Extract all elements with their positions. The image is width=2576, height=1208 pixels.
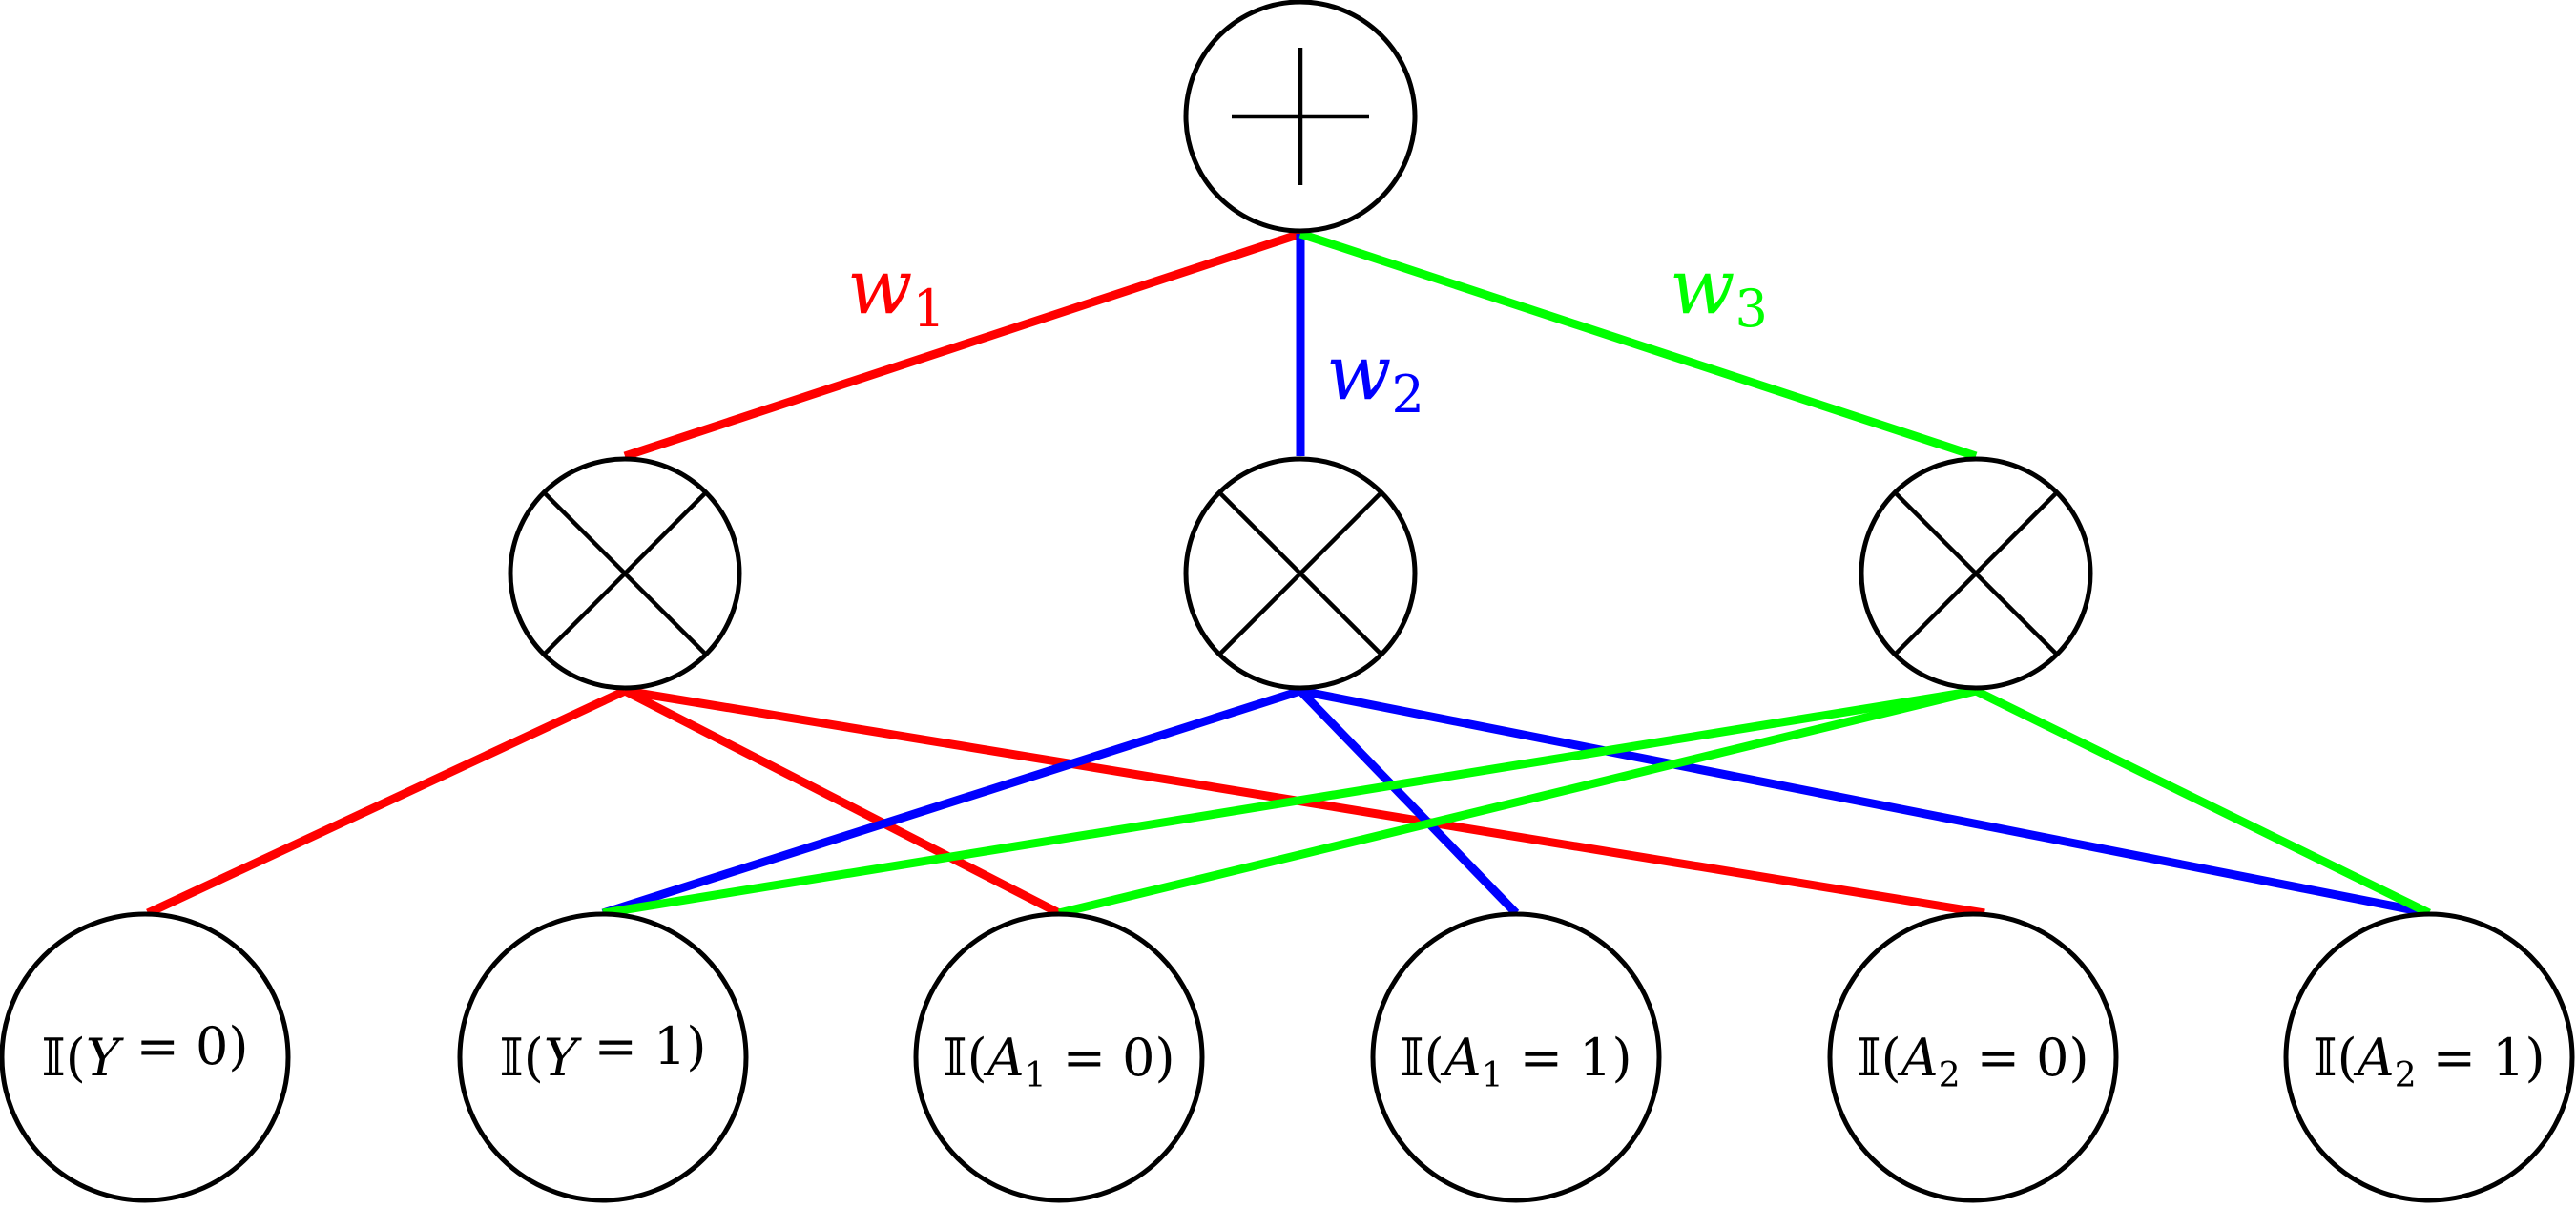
edge-p2-a21: [1299, 686, 2430, 918]
leaf-label: 𝕀(A1 = 1): [1400, 1028, 1631, 1095]
edge-p3-a10: [1057, 686, 1978, 918]
product-node-2: [1183, 456, 1418, 691]
leaf-label: 𝕀(Y = 1): [500, 1016, 707, 1088]
edge-sum-p3: [1298, 229, 1978, 461]
leaf-label: 𝕀(Y = 0): [42, 1016, 249, 1088]
edge-p3-y1: [602, 686, 1977, 918]
leaf-node-y1: 𝕀(Y = 1): [457, 911, 749, 1203]
weight-label-w1: w1: [847, 242, 945, 339]
edge-p2-y1: [601, 686, 1302, 918]
leaf-node-a11: 𝕀(A1 = 1): [1370, 911, 1662, 1203]
leaf-label: 𝕀(A1 = 0): [943, 1028, 1174, 1095]
indicator-leaves: 𝕀(Y = 0) 𝕀(Y = 1) 𝕀(A1 = 0) 𝕀(A1 = 1) 𝕀: [0, 911, 2575, 1203]
times-icon: [1217, 490, 1383, 656]
sum-node: [1183, 0, 1418, 234]
leaf-node-a20: 𝕀(A2 = 0): [1827, 911, 2119, 1203]
leaf-node-y0: 𝕀(Y = 0): [0, 911, 291, 1203]
edge-p1-y0: [146, 686, 627, 918]
plus-icon: [1232, 48, 1369, 185]
leaf-label: 𝕀(A2 = 0): [1857, 1028, 2088, 1095]
leaf-node-a10: 𝕀(A1 = 0): [913, 911, 1205, 1203]
weight-label-w3: w3: [1670, 242, 1768, 339]
edge-p2-a11: [1297, 687, 1520, 917]
times-icon: [1893, 490, 2059, 656]
leaf-label: 𝕀(A2 = 1): [2313, 1028, 2545, 1095]
weight-label-w2: w2: [1326, 328, 1424, 425]
product-node-1: [508, 456, 742, 691]
edge-sum-p1: [623, 229, 1302, 461]
edges-layer: [146, 229, 2431, 918]
edge-p1-a10: [622, 686, 1062, 918]
edge-p3-a21: [1974, 686, 2431, 918]
leaf-node-a21: 𝕀(A2 = 1): [2283, 911, 2575, 1203]
times-icon: [542, 490, 708, 656]
product-node-3: [1859, 456, 2093, 691]
